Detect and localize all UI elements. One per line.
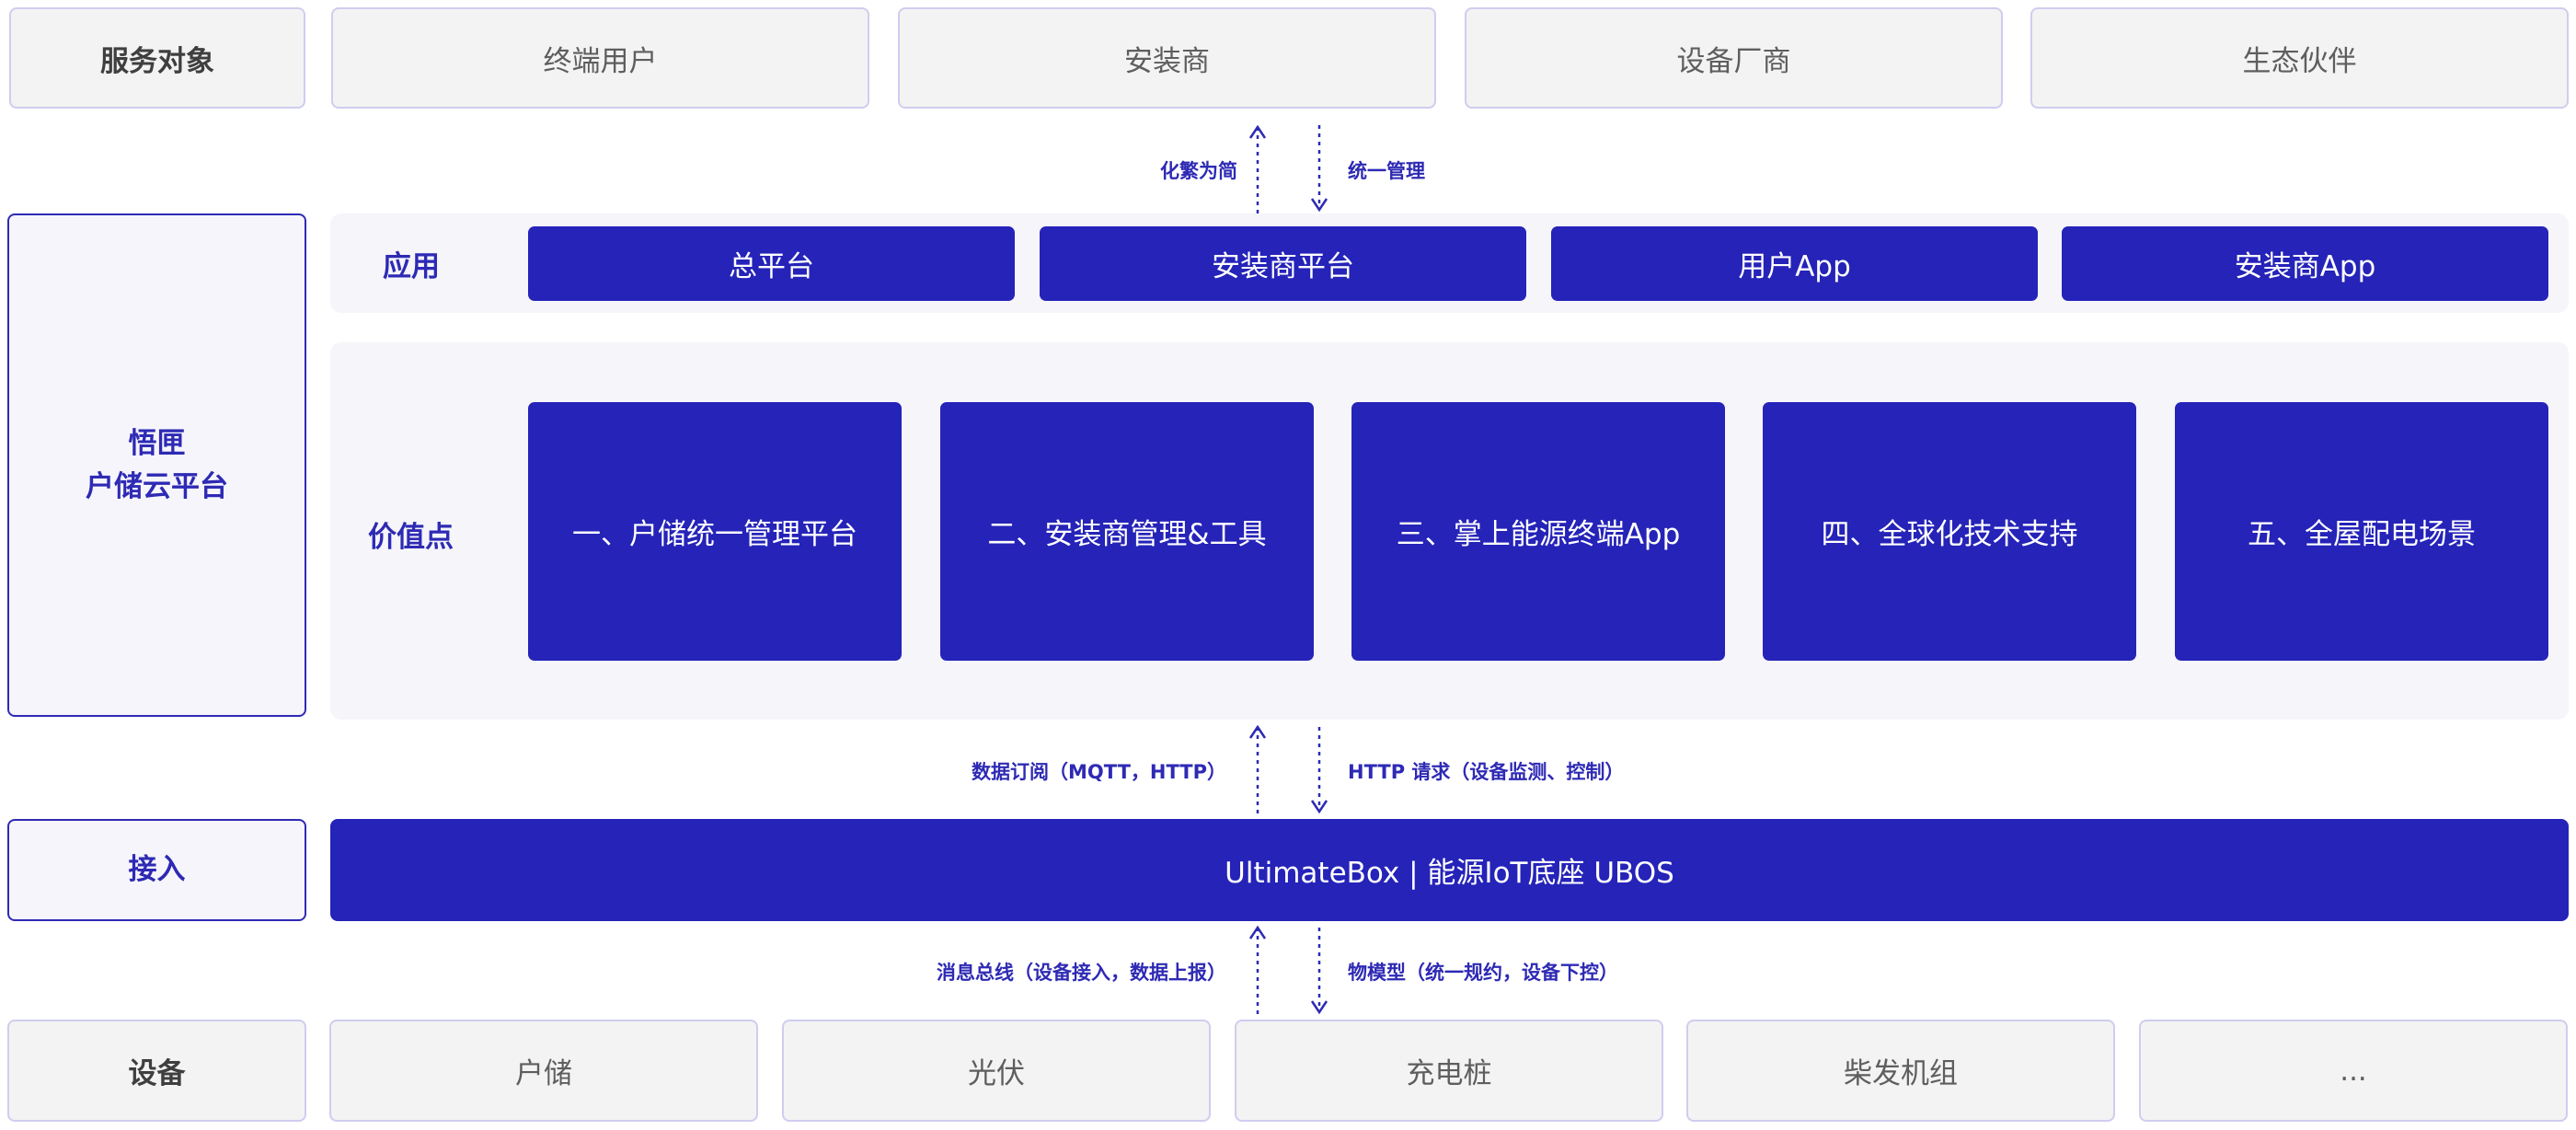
flow-label-data-down: HTTP 请求（设备监测、控制） <box>1348 761 1625 783</box>
service-row-label: 服务对象 <box>9 7 305 109</box>
app-item-main-platform: 总平台 <box>528 226 1015 301</box>
app-item-installer-app: 安装商App <box>2062 226 2548 301</box>
device-item-charger: 充电桩 <box>1235 1020 1663 1122</box>
device-item-genset: 柴发机组 <box>1686 1020 2115 1122</box>
platform-label: 悟匣 户储云平台 <box>7 213 306 717</box>
platform-label-line1: 悟匣 <box>128 427 186 460</box>
flow-label-data-up: 数据订阅（MQTT，HTTP） <box>972 761 1226 783</box>
device-item-pv: 光伏 <box>782 1020 1211 1122</box>
access-row-label: 接入 <box>7 819 306 921</box>
app-item-installer-platform: 安装商平台 <box>1040 226 1526 301</box>
value-item-5: 五、全屋配电场景 <box>2175 402 2548 661</box>
value-item-1: 一、户储统一管理平台 <box>528 402 902 661</box>
flow-label-device-up: 消息总线（设备接入，数据上报） <box>937 962 1226 984</box>
value-item-4: 四、全球化技术支持 <box>1763 402 2136 661</box>
flow-label-device-down: 物模型（统一规约，设备下控） <box>1348 962 1618 984</box>
ubos-bar: UltimateBox | 能源IoT底座 UBOS <box>330 819 2569 921</box>
service-item-partner: 生态伙伴 <box>2030 7 2569 109</box>
value-item-2: 二、安装商管理&工具 <box>940 402 1314 661</box>
service-item-end-user: 终端用户 <box>331 7 869 109</box>
platform-label-line2: 户储云平台 <box>86 469 228 503</box>
flow-label-service-down: 统一管理 <box>1348 160 1425 182</box>
apps-row-label: 应用 <box>383 249 440 283</box>
device-item-storage: 户储 <box>329 1020 758 1122</box>
service-item-installer: 安装商 <box>898 7 1436 109</box>
values-row-label: 价值点 <box>368 520 454 554</box>
device-item-more: ... <box>2139 1020 2568 1122</box>
devices-row-label: 设备 <box>7 1020 306 1122</box>
app-item-user-app: 用户App <box>1551 226 2038 301</box>
flow-label-service-up: 化繁为简 <box>1160 160 1237 182</box>
service-item-manufacturer: 设备厂商 <box>1465 7 2003 109</box>
value-item-3: 三、掌上能源终端App <box>1351 402 1725 661</box>
